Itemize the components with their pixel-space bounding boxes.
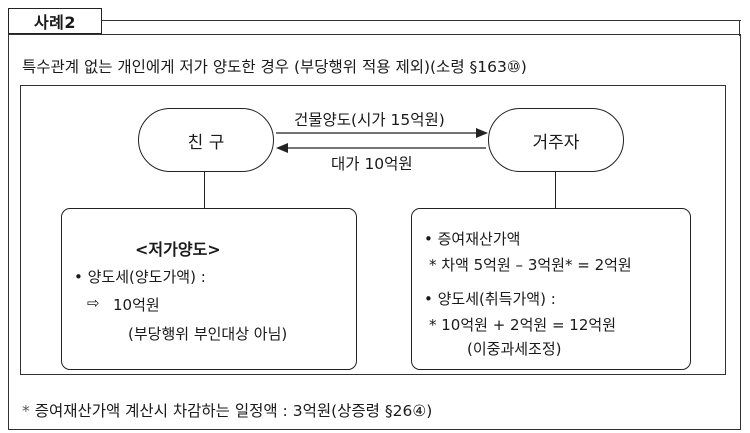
transfer-label: 건물양도(시가 15억원) [294, 111, 445, 129]
right-note: (이중과세조정) [467, 340, 562, 358]
friend-node: 친 구 [138, 108, 274, 172]
left-note: (부당행위 부인대상 아님) [128, 325, 288, 343]
payment-label: 대가 10억원 [331, 155, 413, 173]
low-price-transfer-title: <저가양도> [135, 240, 221, 259]
left-value: 10억원 [113, 296, 160, 314]
resident-tax-box [411, 208, 691, 370]
case-heading: 특수관계 없는 개인에게 저가 양도한 경우 (부당행위 적용 제외)(소령 §… [22, 58, 527, 76]
right-item-transfer-tax: • 양도세(취득가액) : [424, 290, 556, 308]
right-connector [555, 172, 556, 209]
outer-frame [8, 34, 741, 430]
right-item-gift-value: • 증여재산가액 [424, 230, 521, 248]
resident-label: 거주자 [532, 132, 580, 153]
bottom-arrow-head [276, 143, 288, 153]
diagram-frame [20, 85, 726, 375]
resident-node: 거주자 [488, 108, 624, 172]
friend-tax-box [61, 208, 357, 370]
left-item-transfer-tax: • 양도세(양도가액) : [74, 268, 206, 286]
left-connector [204, 172, 205, 209]
frame-top-border [102, 20, 741, 21]
right-gift-calc: * 차액 5억원 – 3억원* = 2억원 [429, 256, 632, 274]
footnote: * 증여재산가액 계산시 차감하는 일정액 : 3억원(상증령 §26④) [22, 399, 432, 421]
case-tab: 사례2 [8, 8, 102, 34]
arrow-right-icon: ⇨ [87, 294, 100, 312]
friend-label: 친 구 [187, 132, 225, 153]
footnote-text: 증여재산가액 계산시 차감하는 일정액 : 3억원(상증령 §26④) [34, 402, 433, 420]
right-acq-calc: * 10억원 + 2억원 = 12억원 [429, 316, 616, 334]
frame-right-border-top [739, 20, 740, 36]
footnote-star: * [22, 402, 30, 420]
top-arrow-head [476, 128, 488, 138]
